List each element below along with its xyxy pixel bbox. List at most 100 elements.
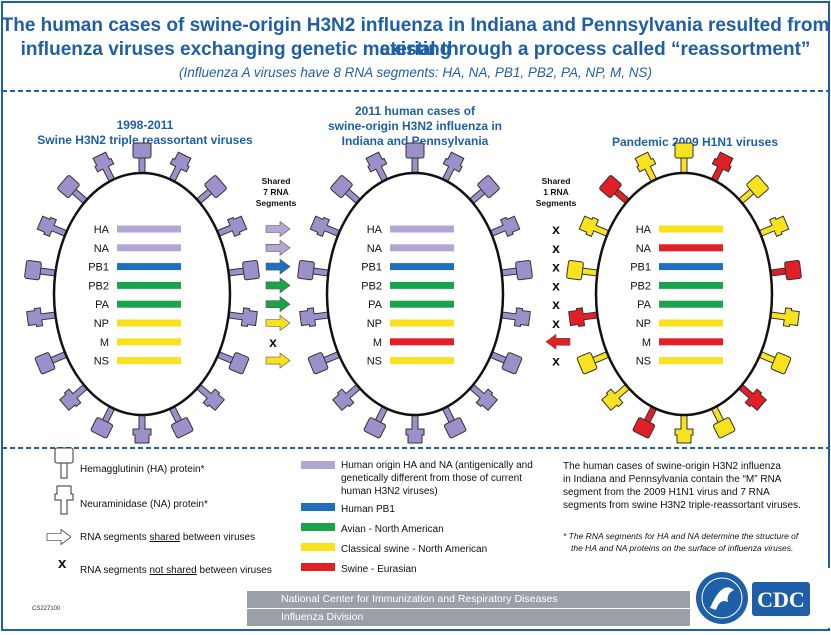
summary-note-line: segments from swine H3N2 triple-reassort… [563,500,801,511]
legend-swatch-swine-eurasian [301,563,335,571]
shared-segment-arrow [265,277,291,294]
left-ha-protein-icon [24,259,57,281]
left-na-protein-icon [26,307,57,328]
left-segment-label: HA [94,224,110,236]
shared-right-line: Shared [541,176,571,186]
legend-classical-swine: Classical swine - North American [341,544,488,555]
shared-segment-arrow [265,239,291,256]
center-segment-bar [390,319,454,327]
right-ha-protein-icon [599,175,631,205]
footer-center-name: National Center for Immunization and Res… [247,591,692,608]
legend-human-pb1: Human PB1 [341,504,395,515]
legend-not-shared-label: RNA segments not shared between viruses [80,564,272,577]
right-na-protein-icon [758,215,790,238]
center-segment-label: HA [367,224,383,236]
right-segment-bar [659,244,723,252]
right-segment-bar [659,338,723,346]
legend-na-protein-label: Neuraminidase (NA) protein* [80,499,208,510]
left-na-protein-icon [227,307,258,328]
not-shared-x-mark: x [552,221,560,237]
right-ha-protein-icon [737,175,769,205]
left-segment-bar [117,281,181,289]
center-ha-protein-icon [468,175,500,205]
left-segment-label: NP [94,318,109,330]
center-na-protein-icon [299,307,330,328]
right-segment-bar [659,300,723,308]
shared-segment-arrow [545,333,571,350]
shared-segment-arrow [265,296,291,313]
center-na-protein-icon [489,215,521,238]
subtitle: (Influenza A viruses have 8 RNA segments… [179,65,652,80]
not-shared-x-mark: x [552,296,560,312]
center-na-protein-icon [309,215,341,238]
not-shared-x-mark: x [552,353,560,369]
legend-human-ha-na-line: genetically different from those of curr… [341,473,523,484]
center-segment-bar [390,263,454,271]
left-segment-label: M [100,337,109,349]
legend-shared-pre: RNA segments [80,532,150,543]
left-ha-protein-icon [132,142,152,174]
center-ha-protein-icon [489,351,523,375]
legend-notshared-pre: RNA segments [80,565,150,576]
center-segment-label: PB1 [361,262,382,274]
footnote-line: the HA and NA proteins on the surface of… [571,543,794,553]
shared-right-line: Segments [535,198,577,208]
shared-segment-arrow [265,220,291,238]
right-ha-protein-icon [632,405,658,439]
right-segment-bar [659,281,723,289]
right-na-protein-icon [634,151,658,183]
footnote: * The RNA segments for HA and NA determi… [563,530,828,554]
right-virus-envelope [594,171,774,417]
center-heading-line: swine-origin H3N2 influenza in [327,119,503,133]
right-segment-label: HA [636,224,652,236]
center-segment-bar [390,300,454,308]
left-segment-bar [117,244,181,252]
center-ha-protein-icon [363,405,389,439]
legend-shared-post: between viruses [180,532,256,543]
left-segment-label: PA [95,299,110,311]
hhs-eagle-icon [710,587,734,610]
right-segment-bar [659,225,723,233]
right-na-protein-icon [710,151,734,183]
left-na-protein-icon [92,151,116,183]
left-heading: 1998-2011 Swine H3N2 triple reassortant … [20,118,270,148]
right-ha-protein-icon [758,351,792,375]
center-heading: 2011 human cases of swine-origin H3N2 in… [290,104,540,149]
center-na-protein-icon [331,383,362,412]
right-segment-label: PA [637,299,652,311]
shared-left-line: Segments [255,198,297,208]
left-ha-protein-icon [34,351,68,375]
not-shared-x-mark: x [552,240,560,256]
cdc-logo-text: CDC [757,587,805,612]
right-heading: Pandemic 2009 H1N1 viruses [570,135,820,150]
legend-swatch-avian [301,523,335,531]
left-na-protein-icon [168,151,192,183]
legend-swatch-classical-swine [301,543,335,551]
shared-right-line: 1 RNA [543,187,569,197]
center-segment-label: NS [367,356,382,368]
right-segment-label: PB1 [630,262,651,274]
right-segment-label: NA [636,243,652,255]
left-segment-bar [117,338,181,346]
right-ha-protein-icon [674,142,694,174]
center-segment-label: PB2 [361,280,382,292]
right-segment-bar [659,319,723,327]
legend-x-mark: x [58,555,67,572]
legend-swatch-human-pb1 [301,503,335,511]
right-segment-label: NP [636,318,651,330]
shared-segment-arrow [265,314,291,332]
shared-left-line: 7 RNA [263,187,289,197]
title-line-2: influenza viruses exchanging genetic mat… [20,39,811,60]
center-na-protein-icon [405,414,425,444]
left-ha-protein-icon [216,351,250,375]
center-ha-protein-icon [330,175,362,205]
center-segment-bar [390,244,454,252]
center-heading-line: 2011 human cases of [354,104,476,118]
right-segment-bar [659,263,723,271]
left-segment-label: PB1 [88,262,109,274]
legend-shared-arrow-icon [46,528,72,546]
center-na-protein-icon [500,307,531,328]
summary-note: The human cases of swine-origin H3N2 inf… [563,460,823,512]
